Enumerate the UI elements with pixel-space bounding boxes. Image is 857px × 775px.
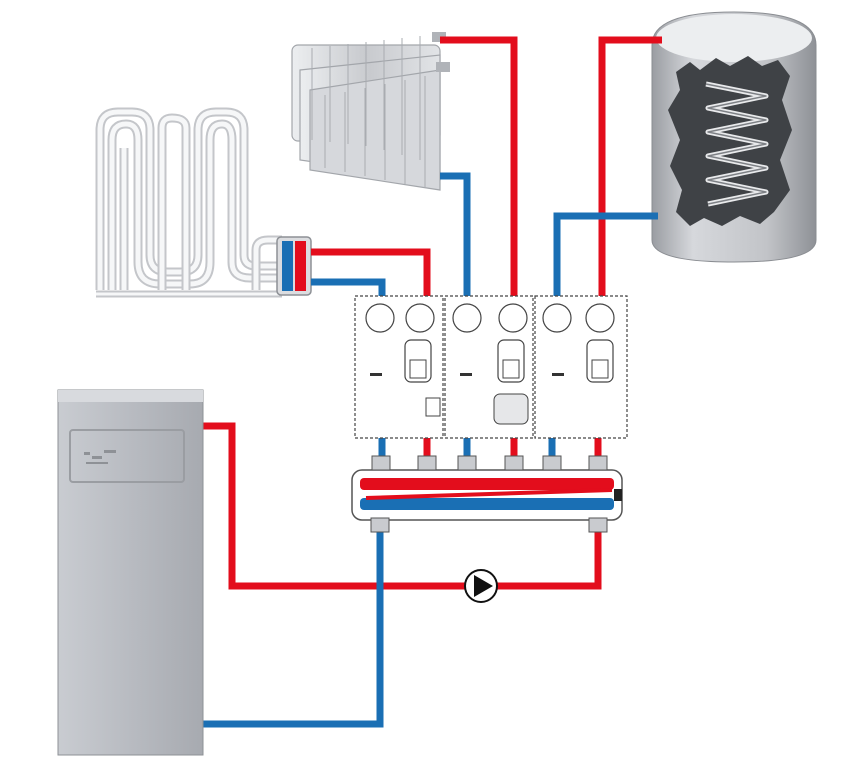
floor-heating-coil-icon [95,107,282,298]
radiator-supply-pipe [440,36,518,300]
radiator-icon [291,32,450,191]
pump-module-1 [354,295,444,439]
floor-manifold-icon [276,236,312,296]
pipe-network [203,36,662,728]
boiler-return-pipe [203,525,384,728]
hot-water-tank-icon [651,11,817,263]
boiler-icon [57,389,204,756]
floor-return-pipe [311,278,386,300]
pump-module-3 [534,295,628,439]
distribution-manifold-icon [351,455,623,533]
boiler-supply-pipe [203,422,602,590]
pump-module-2 [444,295,534,439]
pump-symbol-icon [464,569,498,603]
floor-supply-pipe [311,248,431,300]
tank-return-pipe [553,212,658,300]
radiator-return-pipe [440,172,471,300]
